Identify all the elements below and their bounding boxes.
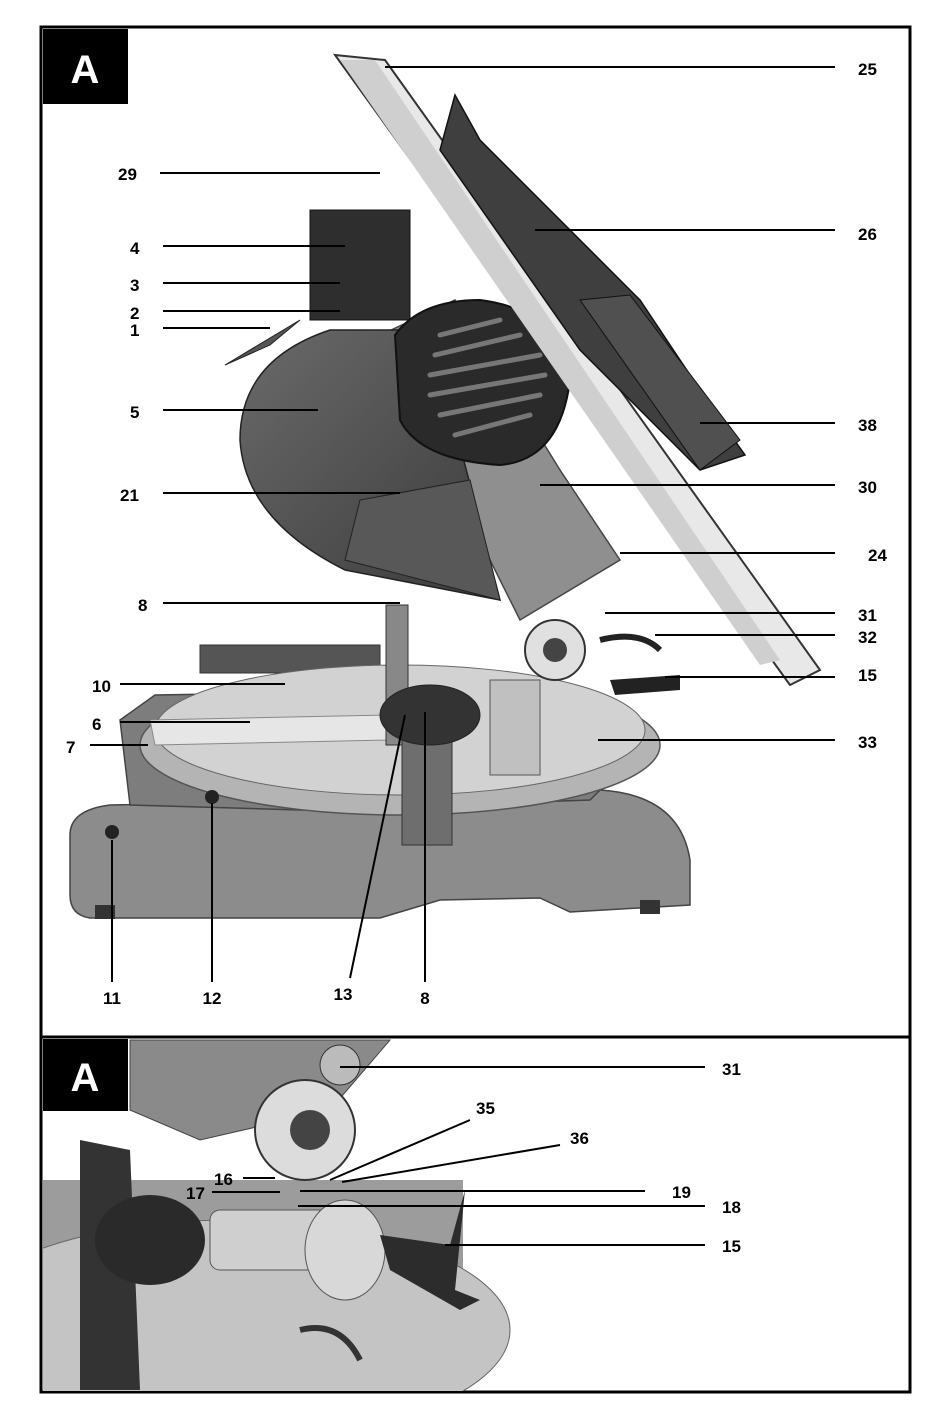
label-26: 26 <box>858 225 877 244</box>
label-31: 31 <box>858 606 877 625</box>
label-35: 35 <box>476 1099 495 1118</box>
label-31-detail: 31 <box>722 1060 741 1079</box>
label-21: 21 <box>120 486 139 505</box>
label-19: 19 <box>672 1183 691 1202</box>
label-38: 38 <box>858 416 877 435</box>
label-17: 17 <box>186 1184 205 1203</box>
label-25: 25 <box>858 60 877 79</box>
label-29: 29 <box>118 165 137 184</box>
label-24: 24 <box>868 546 887 565</box>
label-30: 30 <box>858 478 877 497</box>
label-33: 33 <box>858 733 877 752</box>
label-32: 32 <box>858 628 877 647</box>
badge-letter-top: A <box>71 48 100 92</box>
label-3: 3 <box>130 276 139 295</box>
panel-badge-top: A <box>43 29 128 104</box>
label-12: 12 <box>203 989 222 1008</box>
label-8-bottom: 8 <box>420 989 429 1008</box>
badge-letter-bottom: A <box>71 1056 100 1100</box>
label-1: 1 <box>130 321 139 340</box>
label-6: 6 <box>92 715 101 734</box>
label-7: 7 <box>66 738 75 757</box>
label-15-detail: 15 <box>722 1237 741 1256</box>
label-16: 16 <box>214 1170 233 1189</box>
panel-badge-bottom: A <box>43 1039 128 1111</box>
label-13: 13 <box>334 985 353 1004</box>
label-8-top: 8 <box>138 596 147 615</box>
label-10: 10 <box>92 677 111 696</box>
label-15-top: 15 <box>858 666 877 685</box>
label-11: 11 <box>103 989 121 1008</box>
label-4: 4 <box>130 239 140 258</box>
label-5: 5 <box>130 403 139 422</box>
label-18: 18 <box>722 1198 741 1217</box>
label-36: 36 <box>570 1129 589 1148</box>
